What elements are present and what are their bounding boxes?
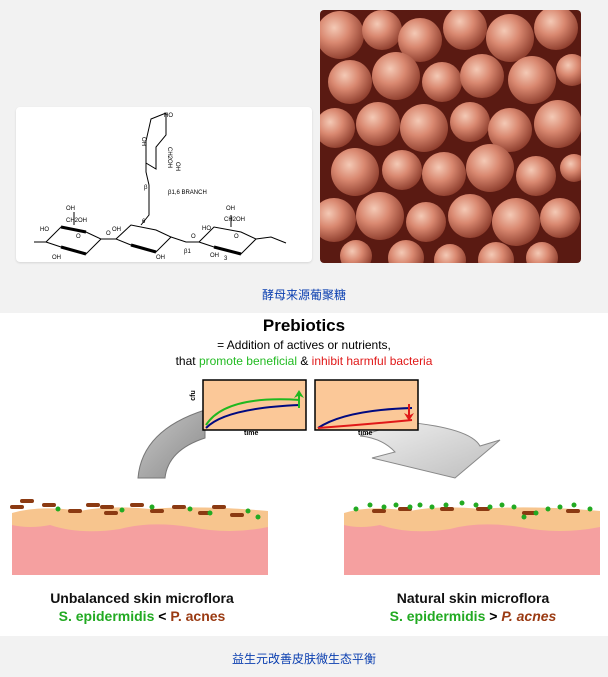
skin-illustrations — [10, 499, 600, 575]
right-skin-title: Natural skin microflora — [396, 590, 550, 606]
glucan-structure-drawing: HO CH2OH OH OH β1,6 BRANCH β OH CH2OH HO… — [34, 112, 287, 262]
prebiotics-definition: = Addition of actives or nutrients, — [217, 338, 391, 352]
struct-label: 3 — [224, 256, 228, 262]
left-skin-section — [10, 499, 268, 575]
right-species-b: P. acnes — [501, 608, 557, 624]
chart1-xlabel: time — [244, 430, 259, 437]
struct-label: CH2OH — [166, 147, 172, 168]
struct-label: OH — [112, 227, 121, 233]
right-species-a: S. epidermidis — [389, 608, 486, 624]
ampersand-text: & — [297, 354, 312, 368]
left-curved-arrow — [137, 409, 206, 479]
inhibit-text: inhibit harmful bacteria — [311, 354, 433, 368]
mini-chart-inhibit — [314, 379, 419, 431]
left-skin-title: Unbalanced skin microflora — [50, 590, 234, 606]
top-caption: 酵母来源葡聚糖 — [261, 288, 346, 302]
right-relation: > — [485, 608, 502, 624]
struct-label: OH — [226, 206, 235, 212]
prebiotics-diagram-panel — [0, 313, 608, 636]
bottom-caption: 益生元改善皮肤微生态平衡 — [231, 652, 376, 666]
yeast-micrograph-image — [320, 10, 581, 263]
struct-label: β — [144, 185, 148, 191]
struct-label: HO — [202, 226, 211, 232]
struct-label: OH — [52, 255, 61, 261]
left-species-b: P. acnes — [170, 608, 226, 624]
struct-label: O — [76, 234, 81, 240]
struct-label: OH — [140, 137, 146, 146]
chart2-xlabel: time — [358, 430, 373, 437]
effect-prefix: that — [175, 354, 199, 368]
struct-label: OH — [66, 206, 75, 212]
struct-label: CH2OH — [224, 217, 245, 223]
struct-label: O — [234, 234, 239, 240]
struct-label: O — [191, 234, 196, 240]
left-relation: < — [154, 608, 171, 624]
right-curved-arrow — [359, 421, 501, 479]
struct-label: β1 — [184, 249, 191, 255]
struct-label: O — [106, 231, 111, 237]
struct-label: OH — [210, 253, 219, 259]
struct-label: CH2OH — [66, 218, 87, 224]
right-skin-comparison: S. epidermidis > P. acnes — [343, 608, 603, 624]
left-species-a: S. epidermidis — [58, 608, 155, 624]
struct-label: HO — [40, 227, 49, 233]
glucan-structure-image: HO CH2OH OH OH β1,6 BRANCH β OH CH2OH HO… — [16, 107, 312, 262]
right-skin-section — [344, 500, 600, 575]
struct-label: OH — [174, 162, 180, 171]
prebiotics-effect-line: that promote beneficial & inhibit harmfu… — [0, 354, 608, 368]
yeast-cells-drawing — [320, 10, 581, 263]
struct-label: OH — [156, 255, 165, 261]
prebiotics-title: Prebiotics — [262, 316, 346, 335]
left-skin-comparison: S. epidermidis < P. acnes — [12, 608, 272, 624]
flow-arrows — [137, 379, 501, 479]
struct-label: 6 — [142, 219, 146, 225]
chart1-ylabel: cfu — [189, 390, 197, 401]
struct-label: HO — [164, 113, 173, 119]
mini-chart-promote — [202, 379, 307, 431]
struct-label: β1,6 BRANCH — [168, 190, 207, 196]
promote-text: promote beneficial — [198, 354, 297, 368]
